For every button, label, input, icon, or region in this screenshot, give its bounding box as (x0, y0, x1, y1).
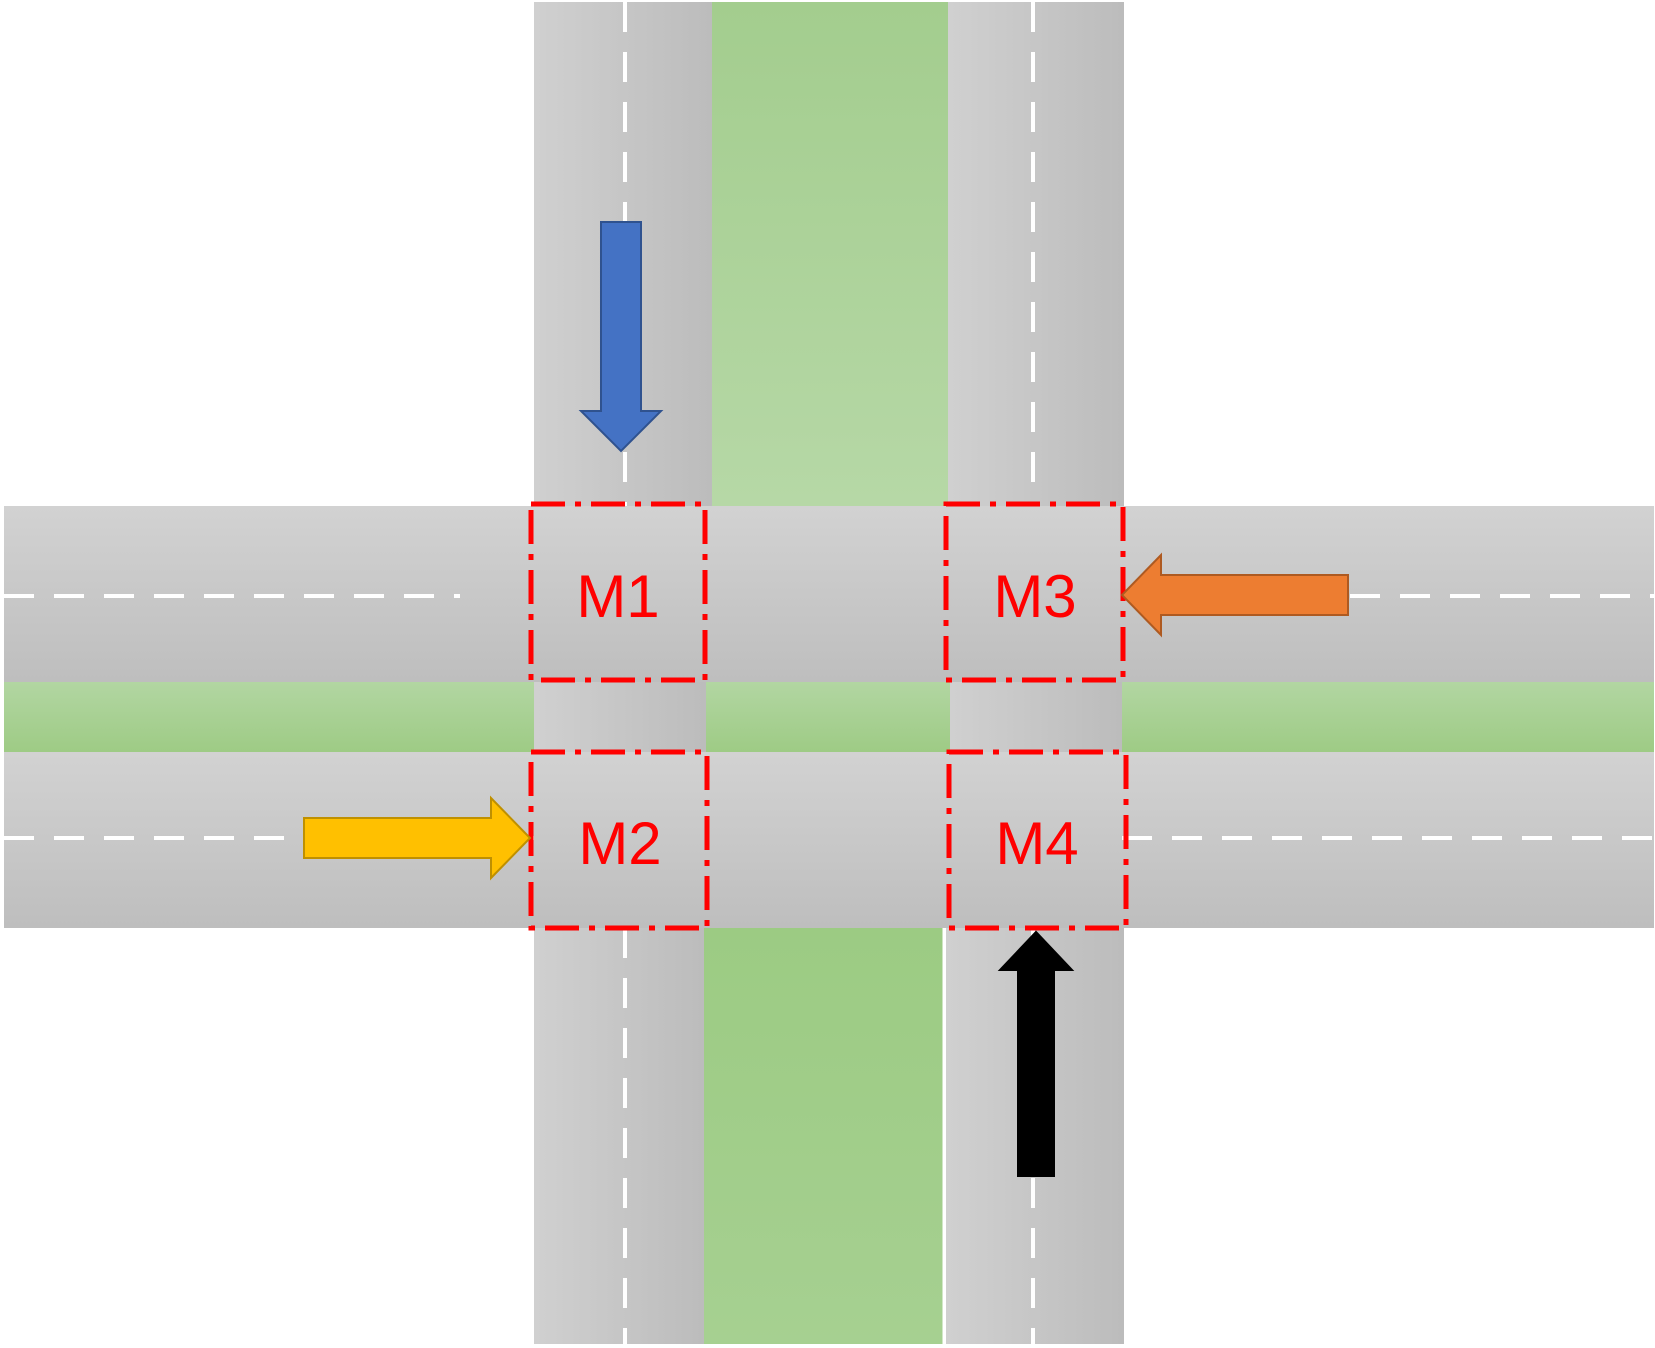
median-south (704, 928, 944, 1344)
northbound-arrow-icon (997, 930, 1075, 1177)
crossing-east (950, 682, 1122, 752)
eastbound-arrow-icon (303, 795, 532, 881)
zone-m1-label: M1 (576, 563, 659, 630)
zone-m4-label: M4 (995, 810, 1078, 877)
median-west (4, 682, 534, 752)
zone-m1-outline (528, 501, 708, 683)
southbound-arrow-icon (578, 221, 664, 453)
westbound-arrow-icon (1120, 552, 1349, 638)
median-center (706, 682, 950, 752)
road-horizontal-south (4, 752, 1654, 928)
zone-m2-outline (528, 749, 710, 931)
crossing-west (534, 682, 706, 752)
median-north (712, 2, 948, 506)
zone-m2-label: M2 (578, 810, 661, 877)
zone-m3-outline (943, 501, 1126, 683)
road-north-east-lane (948, 2, 1124, 506)
median-east (1122, 682, 1654, 752)
zone-m4-outline (946, 749, 1129, 931)
zone-m3-label: M3 (993, 563, 1076, 630)
road-south-west-lane (534, 928, 704, 1344)
